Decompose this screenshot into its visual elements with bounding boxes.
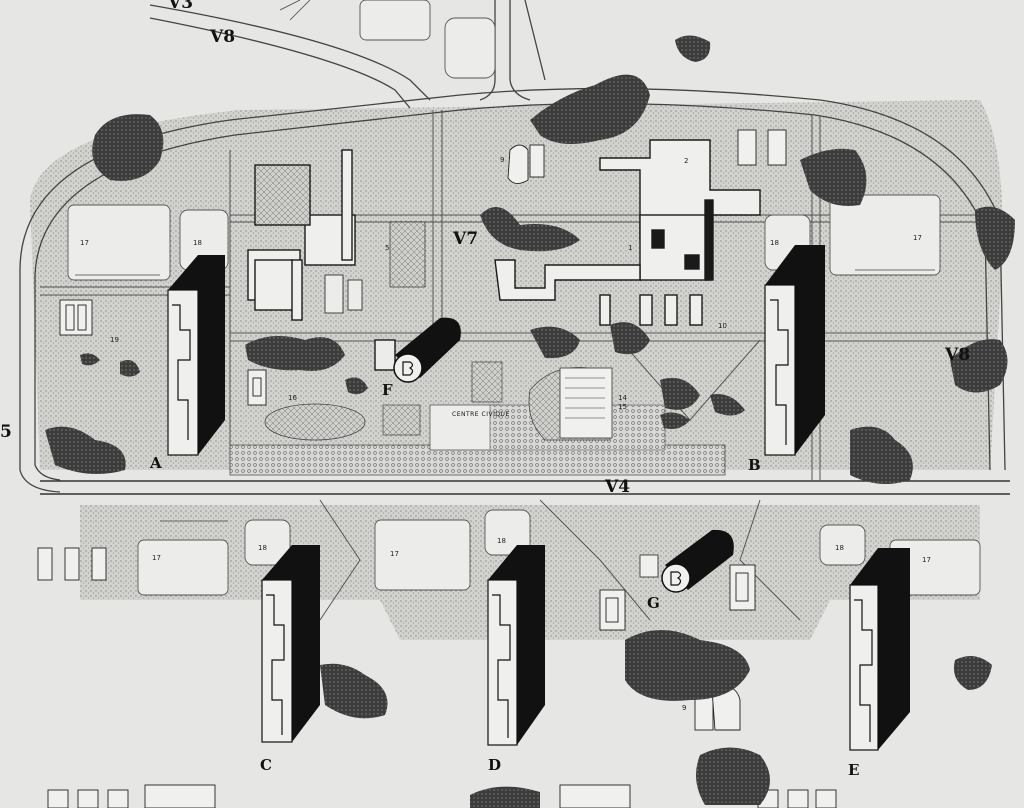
plot-number: 18 xyxy=(835,544,844,552)
road-label-v8-top: V8 xyxy=(209,27,235,47)
plot-number: 18 xyxy=(193,239,202,247)
plot-number: 17 xyxy=(922,556,931,564)
plot-number: 10 xyxy=(718,322,727,330)
plot-number: 17 xyxy=(913,234,922,242)
slab-tower-c xyxy=(261,545,320,743)
plot-number: 14 xyxy=(618,394,627,402)
building-label-c: C xyxy=(260,756,272,774)
slab-tower-b xyxy=(764,245,825,456)
building-label-a: A xyxy=(149,454,162,472)
road-label-v8-right: V8 xyxy=(944,345,970,365)
plot-number: 19 xyxy=(110,336,119,344)
road-label-v7: V7 xyxy=(452,229,478,249)
civic-centre-plaza xyxy=(229,361,726,476)
misc-lines xyxy=(75,0,935,522)
plot-number: 1 xyxy=(628,244,632,252)
plot-number: 18 xyxy=(258,544,267,552)
plot-number: 2 xyxy=(684,157,688,165)
plot-number: 18 xyxy=(770,239,779,247)
building-label-b: B xyxy=(748,456,761,474)
slab-tower-a xyxy=(167,255,225,456)
slab-tower-e xyxy=(849,548,910,751)
building-label-e: E xyxy=(848,761,859,779)
plot-number: 18 xyxy=(497,537,506,545)
low-buildings xyxy=(247,139,761,371)
plot-number: 17 xyxy=(390,550,399,558)
building-label-d: D xyxy=(488,756,501,774)
slab-tower-d xyxy=(487,545,545,746)
road-v4 xyxy=(40,480,1010,495)
centre-civique-label: CENTRE CIVIQUE xyxy=(452,411,510,418)
road-label-edge: 5 xyxy=(0,422,12,442)
cylinder-building-f xyxy=(393,317,461,383)
plots xyxy=(67,0,981,596)
plot-number: 15 xyxy=(618,403,627,411)
road-label-v3: V3 xyxy=(167,0,193,13)
plot-number: 9 xyxy=(682,704,686,712)
building-label-g: G xyxy=(647,594,660,612)
tree-clumps xyxy=(45,35,1015,808)
plot-number: 17 xyxy=(80,239,89,247)
plot-number: 9 xyxy=(500,156,504,164)
plot-number: 16 xyxy=(288,394,297,402)
cylinder-building-g xyxy=(639,529,734,593)
road-label-v4: V4 xyxy=(604,477,630,497)
plot-number: 5 xyxy=(385,244,389,252)
small-pavilions xyxy=(37,129,837,808)
plot-number: 17 xyxy=(152,554,161,562)
building-label-f: F xyxy=(382,381,393,399)
